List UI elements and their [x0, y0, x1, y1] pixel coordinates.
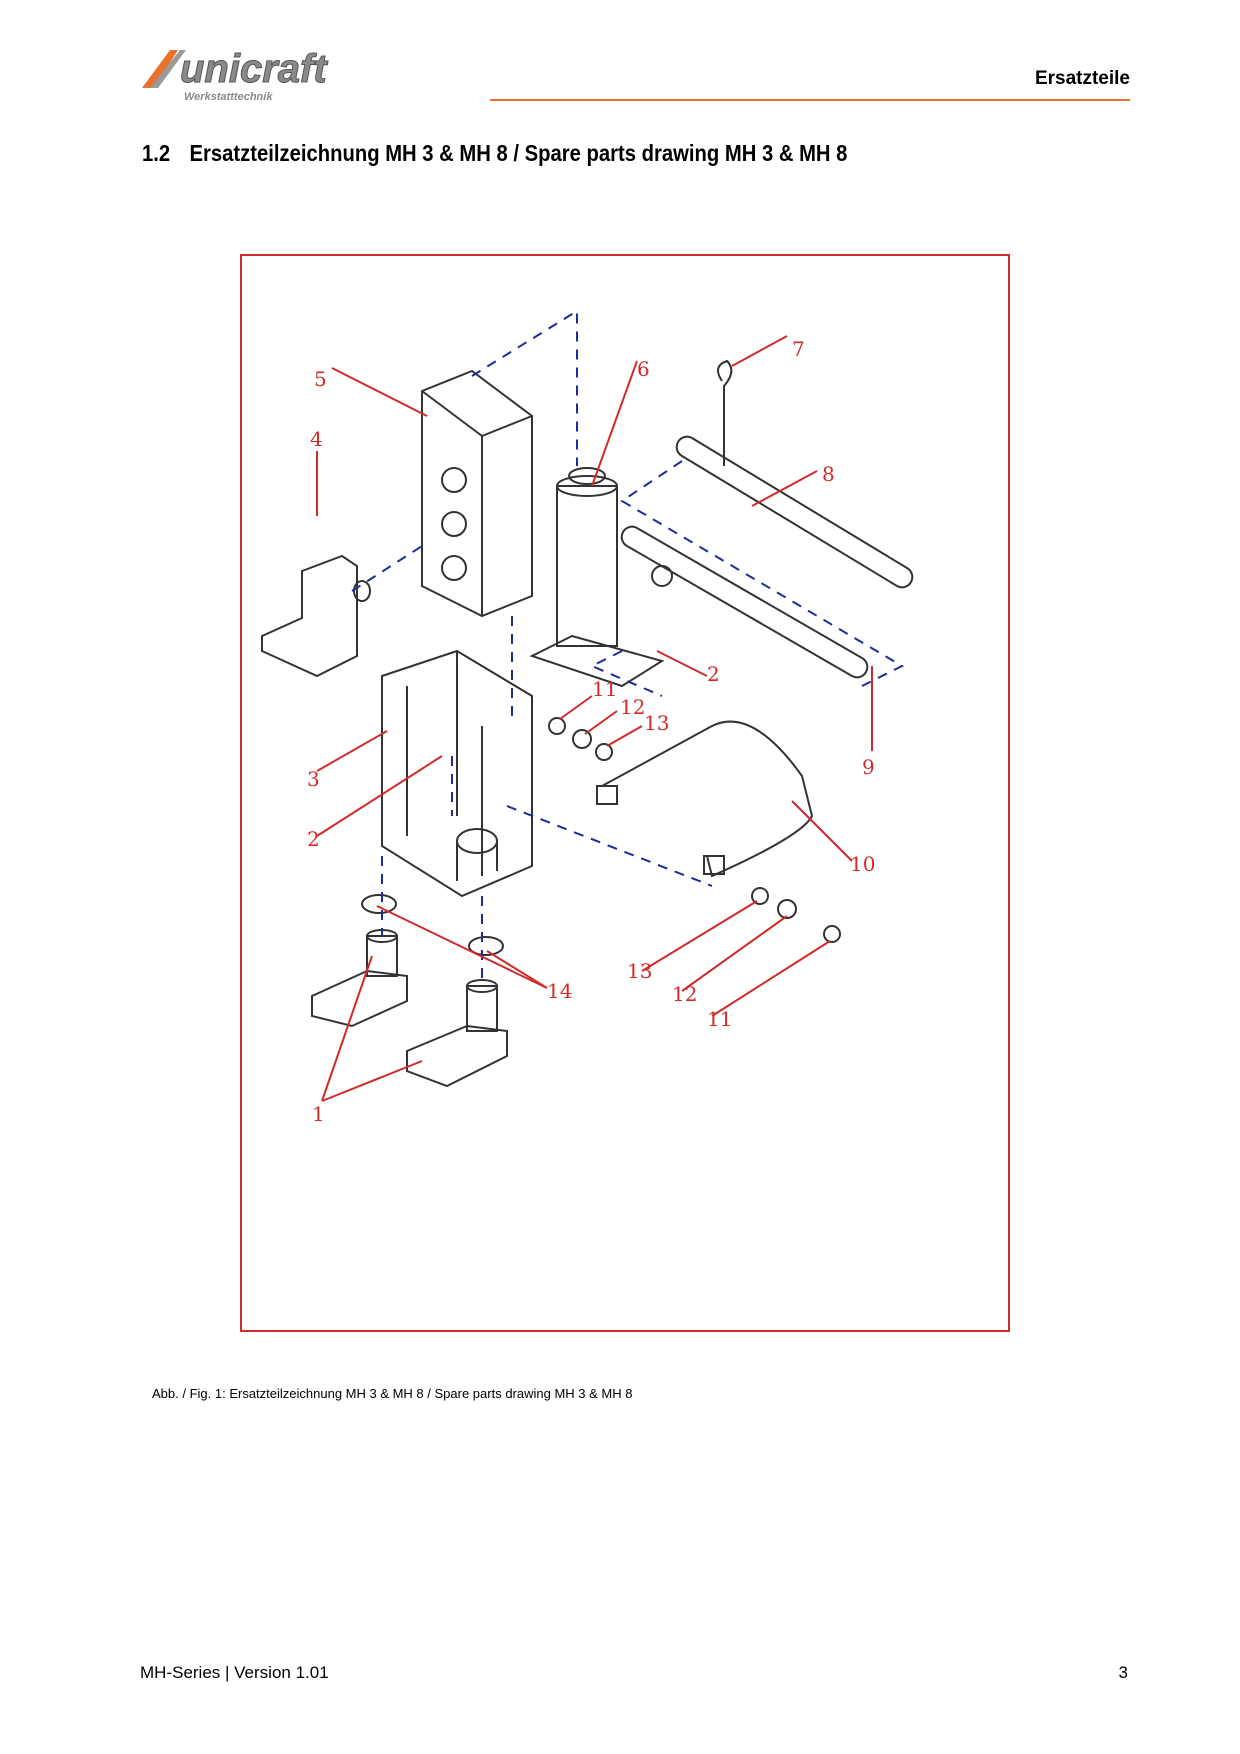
callout-label: 13	[627, 959, 652, 983]
callout-label: 12	[620, 695, 645, 719]
part-10-handle	[601, 720, 814, 878]
svg-text:Werkstatttechnik: Werkstatttechnik	[184, 91, 273, 103]
footer-version: MH-Series | Version 1.01	[140, 1663, 329, 1682]
page-number: 3	[1118, 1663, 1128, 1682]
callout-label: 11	[592, 677, 617, 701]
callout-label: 1	[312, 1102, 325, 1126]
part-5-block	[421, 369, 533, 618]
callout-label: 2	[307, 827, 320, 851]
svg-text:unicraft: unicraft	[180, 47, 328, 91]
callout-label: 11	[707, 1007, 732, 1031]
callout-label: 12	[672, 982, 697, 1006]
section-name: Ersatzteile	[1034, 68, 1130, 89]
part-4-bracket	[261, 554, 358, 678]
callout-label: 2	[707, 662, 720, 686]
part-9-rod	[620, 525, 869, 679]
callout-label: 3	[307, 767, 320, 791]
part-8-rod	[675, 435, 914, 589]
part-6-jack	[556, 485, 618, 647]
page-heading: 1.2 Ersatzteilzeichnung MH 3 & MH 8 / Spa…	[142, 140, 847, 167]
heading-title: Ersatzteilzeichnung MH 3 & MH 8 / Spare …	[189, 140, 848, 166]
callout-label: 7	[792, 337, 805, 361]
header-rule	[490, 99, 1130, 101]
callout-label: 5	[314, 367, 327, 391]
callout-label: 4	[310, 427, 323, 451]
unicraft-logo: unicraft Werkstatttechnik	[140, 44, 380, 104]
callout-label: 6	[637, 357, 650, 381]
callout-label: 10	[850, 852, 875, 876]
figure-caption: Abb. / Fig. 1: Ersatzteilzeichnung MH 3 …	[152, 1386, 633, 1401]
callout-labels: 1 2 2 3 4 5 6 7 8 9 10 11 11 12 12 13 13…	[307, 337, 875, 1126]
part-7-pin	[717, 359, 733, 466]
callout-label: 9	[862, 755, 875, 779]
callout-label: 14	[547, 979, 572, 1003]
callout-label: 13	[644, 711, 669, 735]
spare-parts-drawing: 1 2 2 3 4 5 6 7 8 9 10 11 11 12 12 13 13…	[240, 254, 1010, 1332]
callout-label: 8	[822, 462, 835, 486]
exploded-view-diagram: 1 2 2 3 4 5 6 7 8 9 10 11 11 12 12 13 13…	[261, 309, 914, 1126]
heading-number: 1.2	[142, 140, 171, 166]
